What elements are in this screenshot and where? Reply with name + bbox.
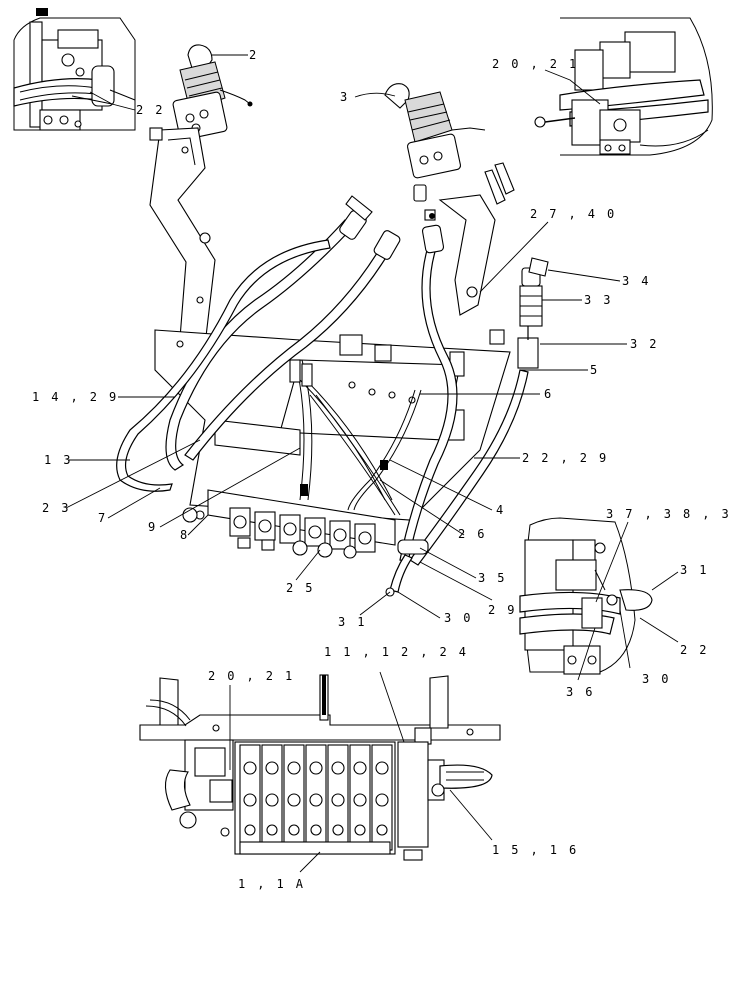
callout-27-40: 2 7 , 4 0 xyxy=(530,207,617,221)
callout-29: 2 9 xyxy=(488,603,517,617)
callout-7: 7 xyxy=(98,511,108,525)
callout-15-16: 1 5 , 1 6 xyxy=(492,843,579,857)
callout-30-inset: 3 0 xyxy=(642,672,671,686)
leader-lines xyxy=(65,54,679,873)
right-support-bracket xyxy=(438,162,515,345)
valve-bank-sections xyxy=(234,741,396,855)
callout-23: 2 3 xyxy=(42,501,71,515)
callout-labels: 2 3 2 2 2 0 , 2 1 2 7 , 4 0 3 4 3 3 3 2 … xyxy=(32,48,740,891)
callout-22-inset: 2 2 xyxy=(680,643,709,657)
pilot-tubes xyxy=(289,359,422,516)
callout-3: 3 xyxy=(340,90,350,104)
callout-20-21-top-right: 2 0 , 2 1 xyxy=(492,57,579,71)
callout-33: 3 3 xyxy=(584,293,613,307)
hydraulic-hoses xyxy=(116,195,549,597)
callout-34: 3 4 xyxy=(622,274,651,288)
detail-inset-right xyxy=(519,517,653,675)
callout-8: 8 xyxy=(180,528,190,542)
callout-32: 3 2 xyxy=(630,337,659,351)
detail-inset-top-right xyxy=(534,17,713,156)
valve-sections xyxy=(229,507,376,559)
callout-36: 3 6 xyxy=(566,685,595,699)
detail-inset-top-left xyxy=(13,8,136,131)
callout-22-29: 2 2 , 2 9 xyxy=(522,451,609,465)
callout-26: 2 6 xyxy=(458,527,487,541)
callout-5: 5 xyxy=(590,363,600,377)
right-joystick xyxy=(384,83,486,221)
callout-25: 2 5 xyxy=(286,581,315,595)
left-support-bracket xyxy=(149,127,216,346)
callout-14-29: 1 4 , 2 9 xyxy=(32,390,119,404)
callout-35: 3 5 xyxy=(478,571,507,585)
callout-20-21-bottom: 2 0 , 2 1 xyxy=(208,669,295,683)
left-joystick xyxy=(172,44,253,141)
callout-1-1a: 1 , 1 A xyxy=(238,877,305,891)
callout-4: 4 xyxy=(496,503,506,517)
callout-9: 9 xyxy=(148,520,158,534)
callout-13: 1 3 xyxy=(44,453,73,467)
callout-31-lower: 3 1 xyxy=(338,615,367,629)
callout-2: 2 xyxy=(249,48,259,62)
callout-6: 6 xyxy=(544,387,554,401)
callout-11-12-24: 1 1 , 1 2 , 2 4 xyxy=(324,645,468,659)
callout-30-lower: 3 0 xyxy=(444,611,473,625)
front-view-assembly xyxy=(139,674,501,861)
callout-31-inset: 3 1 xyxy=(680,563,709,577)
callout-22-top-left: 2 2 xyxy=(136,103,165,117)
callout-37-38-39: 3 7 , 3 8 , 3 9 xyxy=(606,507,740,521)
